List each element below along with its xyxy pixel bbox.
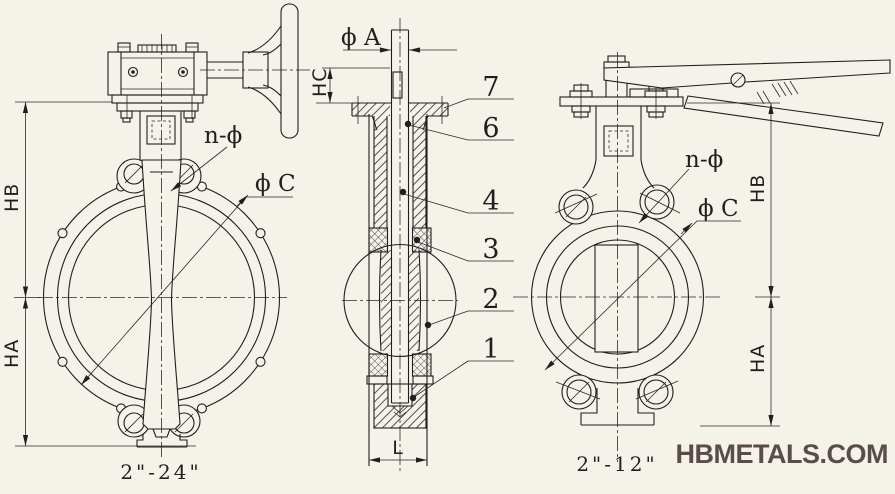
phi-a-text: ϕ A bbox=[341, 25, 381, 51]
callout-7: 7 bbox=[482, 72, 499, 103]
dim-hb-label-right: HB bbox=[747, 174, 769, 203]
label-n-phi-left: n-ϕ bbox=[170, 123, 242, 192]
dim-ha-label-left: HA bbox=[1, 339, 23, 368]
n-phi-text-left: n-ϕ bbox=[204, 123, 242, 149]
section-view: ϕ A HC L 7 6 4 3 bbox=[309, 18, 514, 472]
dimension-l: L bbox=[369, 437, 427, 463]
top-packing bbox=[368, 227, 432, 253]
n-phi-text-right: n-ϕ bbox=[685, 147, 723, 173]
watermark-text: HBMETALS.COM bbox=[676, 439, 888, 469]
valve-neck bbox=[139, 111, 182, 164]
dim-hb-label-left: HB bbox=[1, 183, 23, 212]
lever-handle bbox=[603, 55, 891, 137]
callout-6: 6 bbox=[482, 113, 499, 144]
label-n-phi-right: n-ϕ bbox=[638, 147, 723, 224]
handwheel bbox=[200, 3, 310, 139]
front-view-gear-operated: HB HA n-ϕ ϕ C 2"-24" bbox=[1, 3, 310, 484]
callout-1: 1 bbox=[482, 334, 499, 365]
hc-text: HC bbox=[309, 67, 331, 97]
bolt-ears-right bbox=[554, 189, 681, 405]
callout-3: 3 bbox=[482, 234, 499, 265]
dimension-hb-ha-right: HB HA bbox=[687, 102, 780, 427]
callout-4: 4 bbox=[482, 186, 499, 217]
front-view-lever-operated: HB HA n-ϕ ϕ C 2"-12" bbox=[513, 52, 891, 476]
dimension-hc: HC bbox=[309, 67, 390, 104]
l-text: L bbox=[392, 437, 404, 459]
bottom-packing bbox=[366, 353, 434, 385]
dimension-phi-a: ϕ A bbox=[341, 25, 457, 53]
neck-walls bbox=[373, 116, 427, 229]
dimension-hb-ha-left: HB HA bbox=[1, 101, 196, 447]
part-callouts: 7 6 4 3 2 1 bbox=[399, 72, 514, 402]
valve-stem bbox=[390, 29, 410, 404]
callout-2: 2 bbox=[482, 284, 499, 315]
mounting-plates bbox=[111, 94, 204, 123]
size-range-caption-left: 2"-24" bbox=[120, 460, 201, 484]
valve-disc-right bbox=[594, 244, 639, 353]
dim-ha-label-right: HA bbox=[747, 344, 769, 373]
bottom-foot bbox=[136, 434, 188, 448]
valve-neck-right bbox=[582, 106, 655, 189]
phi-c-text-right: ϕ C bbox=[698, 196, 739, 222]
phi-c-text-left: ϕ C bbox=[255, 171, 296, 197]
mounting-plate-right bbox=[559, 83, 684, 119]
label-phi-c-left: ϕ C bbox=[80, 171, 296, 386]
size-range-caption-right: 2"-12" bbox=[576, 452, 657, 476]
label-phi-c-right: ϕ C bbox=[544, 196, 741, 371]
